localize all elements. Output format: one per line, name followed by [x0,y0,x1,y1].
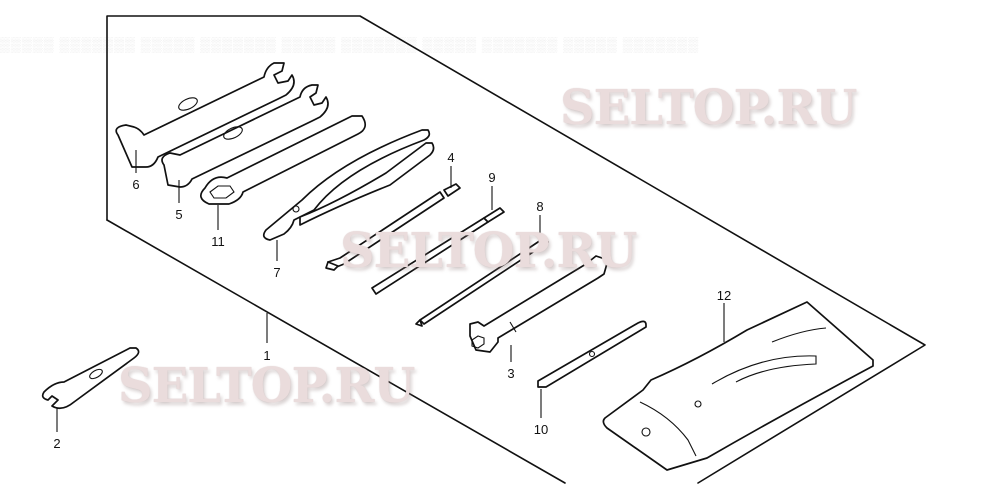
callout-10[interactable]: 10 [533,422,549,437]
box-wrench-11-icon [200,115,367,205]
wrench-6-icon [115,62,295,168]
screwdriver-4-icon [325,183,461,271]
callout-8[interactable]: 8 [536,199,544,214]
tool-bag-12-icon [602,301,874,471]
kit-outline [106,15,926,484]
pliers-7-icon [262,129,435,241]
watermark-top-right: SELTOP.RU [560,80,857,136]
callout-7[interactable]: 7 [273,265,281,280]
callout-1[interactable]: 1 [263,348,271,363]
callout-3[interactable]: 3 [507,366,515,381]
wrench-2-icon [41,347,140,410]
callout-2[interactable]: 2 [53,436,61,451]
background-watermark-row: ▒▒▒▒▒ ▒▒▒▒▒▒▒ ▒▒▒▒▒ ▒▒▒▒▒▒▒ ▒▒▒▒▒ ▒▒▒▒▒▒… [0,36,700,52]
callout-6[interactable]: 6 [132,177,140,192]
screwdriver-8-icon [415,237,549,327]
callout-9[interactable]: 9 [488,170,496,185]
callout-5[interactable]: 5 [175,207,183,222]
callout-12[interactable]: 12 [716,288,732,303]
screwdriver-9-icon [371,207,505,295]
socket-wrench-3-icon [469,255,609,353]
handle-bar-10-icon [537,320,647,388]
wrench-5-icon [161,84,329,188]
leader-lines [56,150,725,432]
callout-11[interactable]: 11 [211,234,225,249]
watermark-center: SELTOP.RU [340,223,637,279]
callout-4[interactable]: 4 [447,150,455,165]
watermark-bottom-left: SELTOP.RU [118,358,415,414]
